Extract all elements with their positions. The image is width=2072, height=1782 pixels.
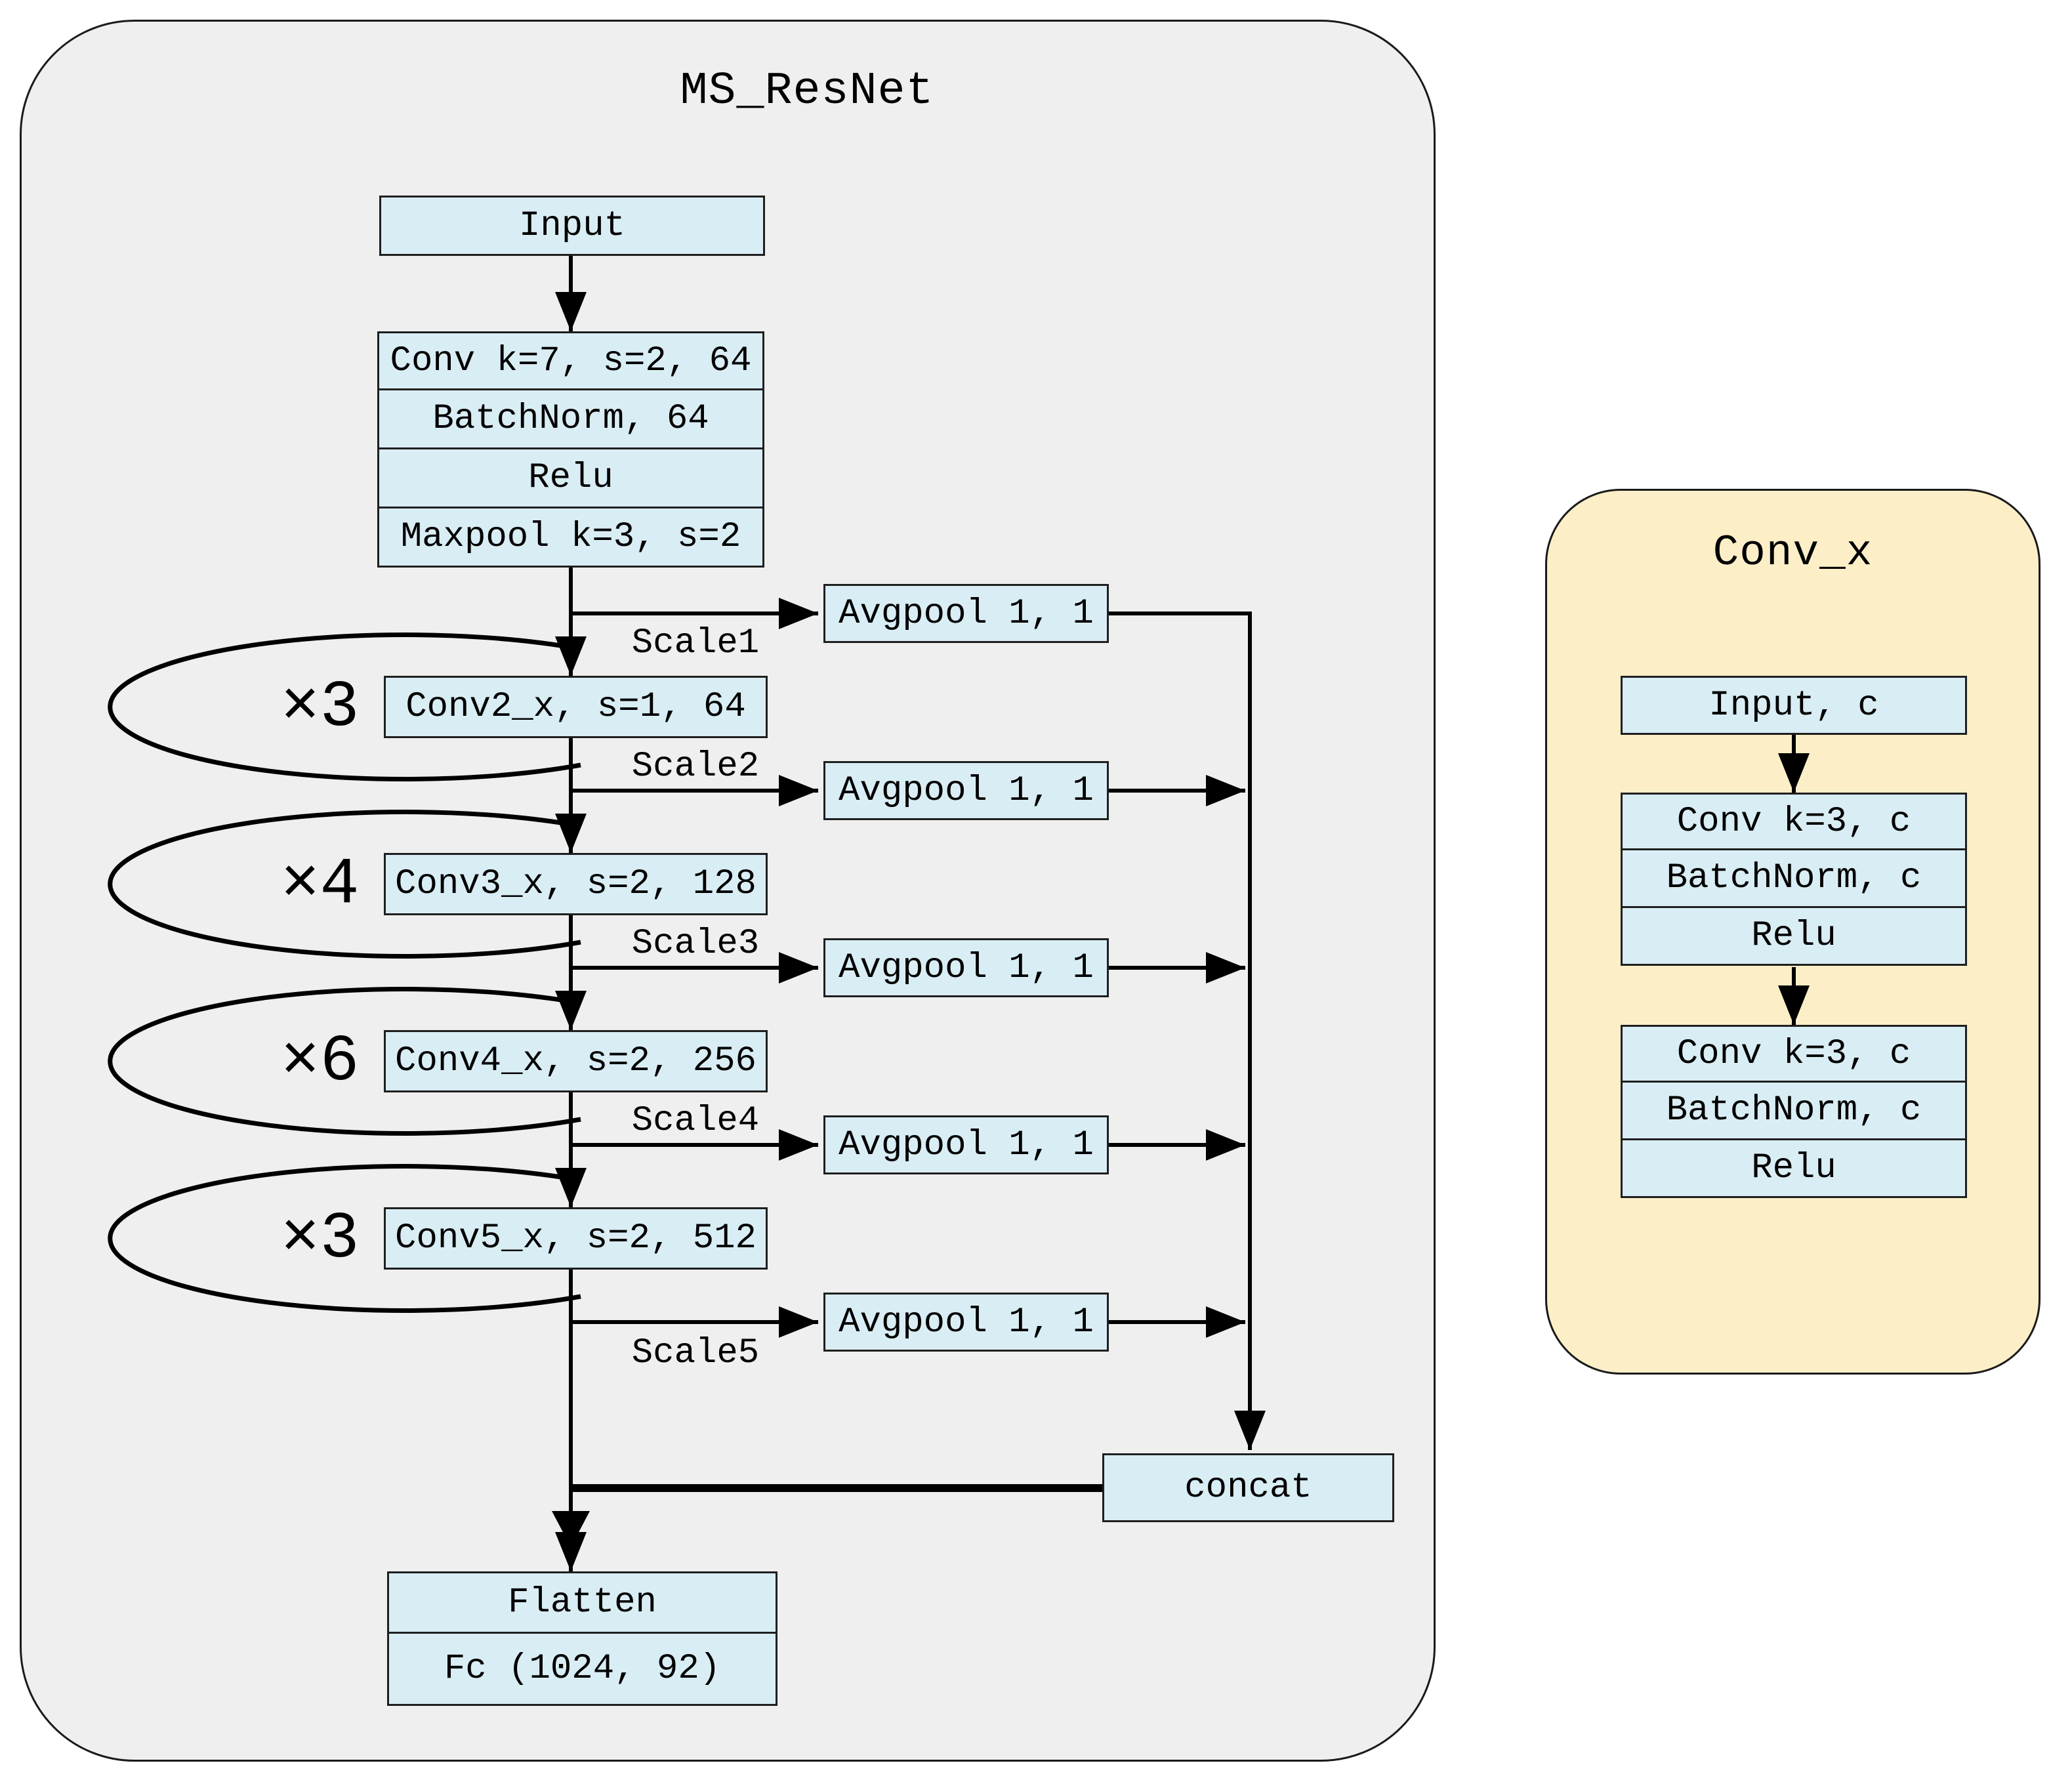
conv4x-box: Conv4_x, s=2, 256 bbox=[384, 1030, 768, 1092]
convx-block2-batchnorm: BatchNorm, c bbox=[1621, 1083, 1967, 1140]
conv3x-box: Conv3_x, s=2, 128 bbox=[384, 853, 768, 915]
avgpool-box-1: Avgpool 1, 1 bbox=[823, 584, 1109, 643]
loop-conv2x bbox=[108, 632, 581, 781]
conv2x-box: Conv2_x, s=1, 64 bbox=[384, 676, 768, 738]
convx-block1-relu: Relu bbox=[1621, 908, 1967, 966]
convx-block1-conv: Conv k=3, c bbox=[1621, 793, 1967, 850]
avgpool-box-5: Avgpool 1, 1 bbox=[823, 1293, 1109, 1352]
flatten-box: Flatten bbox=[387, 1571, 777, 1634]
convx-block1-batchnorm: BatchNorm, c bbox=[1621, 850, 1967, 908]
scale4-label: Scale4 bbox=[631, 1101, 760, 1141]
convx-block2-conv: Conv k=3, c bbox=[1621, 1025, 1967, 1083]
scale1-label: Scale1 bbox=[631, 623, 760, 663]
scale2-label: Scale2 bbox=[631, 747, 760, 787]
loop-conv5x bbox=[108, 1164, 581, 1313]
repeat-label-conv5x: ×3 bbox=[280, 1203, 360, 1277]
convx-input-box: Input, c bbox=[1621, 676, 1967, 735]
avgpool-box-2: Avgpool 1, 1 bbox=[823, 761, 1109, 820]
scale5-label: Scale5 bbox=[631, 1333, 760, 1373]
stem-batchnorm-box: BatchNorm, 64 bbox=[377, 390, 764, 449]
stem-relu-box: Relu bbox=[377, 449, 764, 508]
repeat-label-conv3x: ×4 bbox=[280, 848, 360, 922]
msresnet-title: MS_ResNet bbox=[680, 66, 934, 117]
junction-arrowhead bbox=[552, 1511, 590, 1547]
convx-block2-relu: Relu bbox=[1621, 1140, 1967, 1198]
collector-line bbox=[1109, 611, 1266, 1450]
scale3-label: Scale3 bbox=[631, 924, 760, 964]
stem-conv-box: Conv k=7, s=2, 64 bbox=[377, 331, 764, 390]
repeat-label-conv4x: ×6 bbox=[280, 1026, 360, 1100]
concat-box: concat bbox=[1102, 1453, 1394, 1522]
loop-conv4x bbox=[108, 987, 581, 1136]
conv5x-box: Conv5_x, s=2, 512 bbox=[384, 1207, 768, 1270]
stem-maxpool-box: Maxpool k=3, s=2 bbox=[377, 508, 764, 568]
repeat-label-conv2x: ×3 bbox=[280, 671, 360, 745]
convx-title: Conv_x bbox=[1712, 528, 1873, 577]
input-box: Input bbox=[379, 196, 765, 256]
loop-conv3x bbox=[108, 810, 581, 959]
avgpool-box-4: Avgpool 1, 1 bbox=[823, 1115, 1109, 1174]
fc-box: Fc (1024, 92) bbox=[387, 1634, 777, 1706]
avgpool-box-3: Avgpool 1, 1 bbox=[823, 938, 1109, 997]
